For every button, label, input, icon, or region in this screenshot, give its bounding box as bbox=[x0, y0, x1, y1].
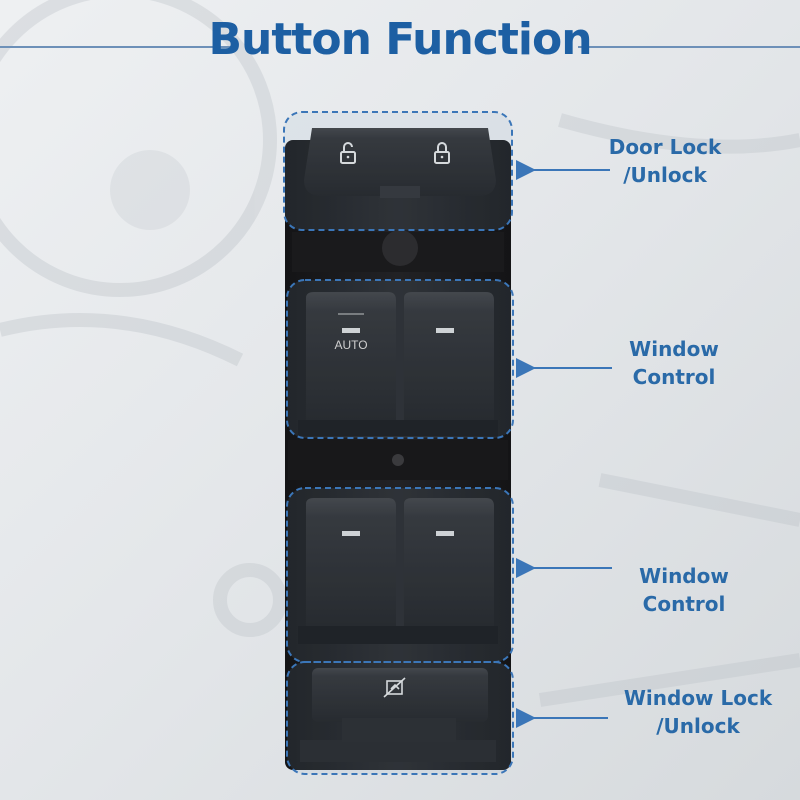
auto-label: AUTO bbox=[334, 338, 367, 352]
callout-door-lock-line2: /Unlock bbox=[623, 163, 707, 187]
unlock-icon bbox=[340, 142, 356, 164]
callout-window-control-upper: Window Control bbox=[614, 335, 734, 391]
callout-arrows bbox=[516, 160, 612, 728]
door-lock-highlight bbox=[283, 111, 513, 231]
window-lock-highlight bbox=[286, 661, 514, 775]
screw bbox=[392, 454, 404, 466]
window-switch-rear-left bbox=[306, 498, 396, 626]
door-lock-button bbox=[304, 128, 496, 198]
callout-window-lock-line2: /Unlock bbox=[656, 714, 740, 738]
callout-window-lock: Window Lock /Unlock bbox=[608, 684, 788, 740]
highlight-boxes bbox=[283, 111, 514, 775]
callout-window-lower-line1: Window bbox=[639, 564, 729, 588]
window-lock-icon bbox=[383, 677, 406, 698]
callout-window-lock-line1: Window Lock bbox=[623, 686, 773, 710]
upper-window-highlight bbox=[286, 279, 514, 439]
window-lock-button bbox=[312, 668, 488, 742]
callout-door-lock: Door Lock /Unlock bbox=[600, 133, 730, 189]
window-switch-driver bbox=[306, 292, 396, 420]
callout-window-control-lower: Window Control bbox=[624, 562, 744, 618]
lower-window-highlight bbox=[286, 487, 514, 663]
callout-window-upper-line1: Window bbox=[629, 337, 719, 361]
lock-icon bbox=[434, 142, 450, 164]
callout-door-lock-line1: Door Lock bbox=[608, 135, 722, 159]
callout-window-lower-line2: Control bbox=[642, 592, 726, 616]
background-car-interior bbox=[0, 0, 800, 707]
window-switch-passenger bbox=[404, 292, 494, 420]
page-title: Button Function bbox=[208, 14, 592, 65]
callout-window-upper-line2: Control bbox=[632, 365, 716, 389]
mount-hole bbox=[382, 230, 418, 266]
window-switch-rear-right bbox=[404, 498, 494, 626]
